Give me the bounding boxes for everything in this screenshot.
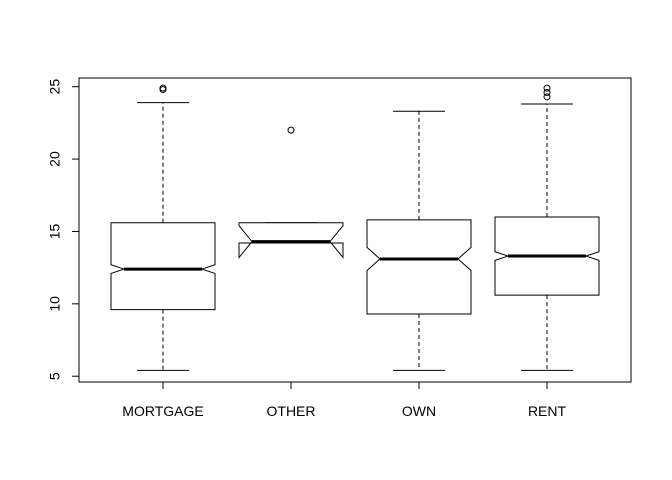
outlier-point	[543, 88, 551, 96]
x-tick-label: RENT	[528, 403, 567, 419]
y-tick-label: 5	[47, 372, 63, 380]
x-tick-label: OWN	[402, 403, 436, 419]
box-own	[366, 110, 472, 371]
outlier-point	[543, 93, 551, 101]
box-rent	[494, 84, 600, 371]
x-axis: MORTGAGE OTHER OWN RENT	[122, 381, 567, 419]
y-tick-label: 10	[47, 296, 63, 312]
y-tick-label: 20	[47, 151, 63, 167]
boxes-group	[110, 84, 600, 371]
outlier-point	[159, 84, 167, 92]
notched-box	[110, 222, 216, 311]
x-tick-label: OTHER	[267, 403, 316, 419]
box-mortgage	[110, 84, 216, 371]
y-tick-label: 25	[47, 79, 63, 95]
notched-box	[366, 219, 472, 315]
outlier-point	[543, 84, 551, 92]
y-tick-label: 15	[47, 223, 63, 239]
x-tick-label: MORTGAGE	[122, 403, 203, 419]
y-axis: 5 10 15 20 25	[47, 79, 80, 380]
box-other	[238, 126, 344, 259]
outlier-point	[287, 126, 295, 134]
